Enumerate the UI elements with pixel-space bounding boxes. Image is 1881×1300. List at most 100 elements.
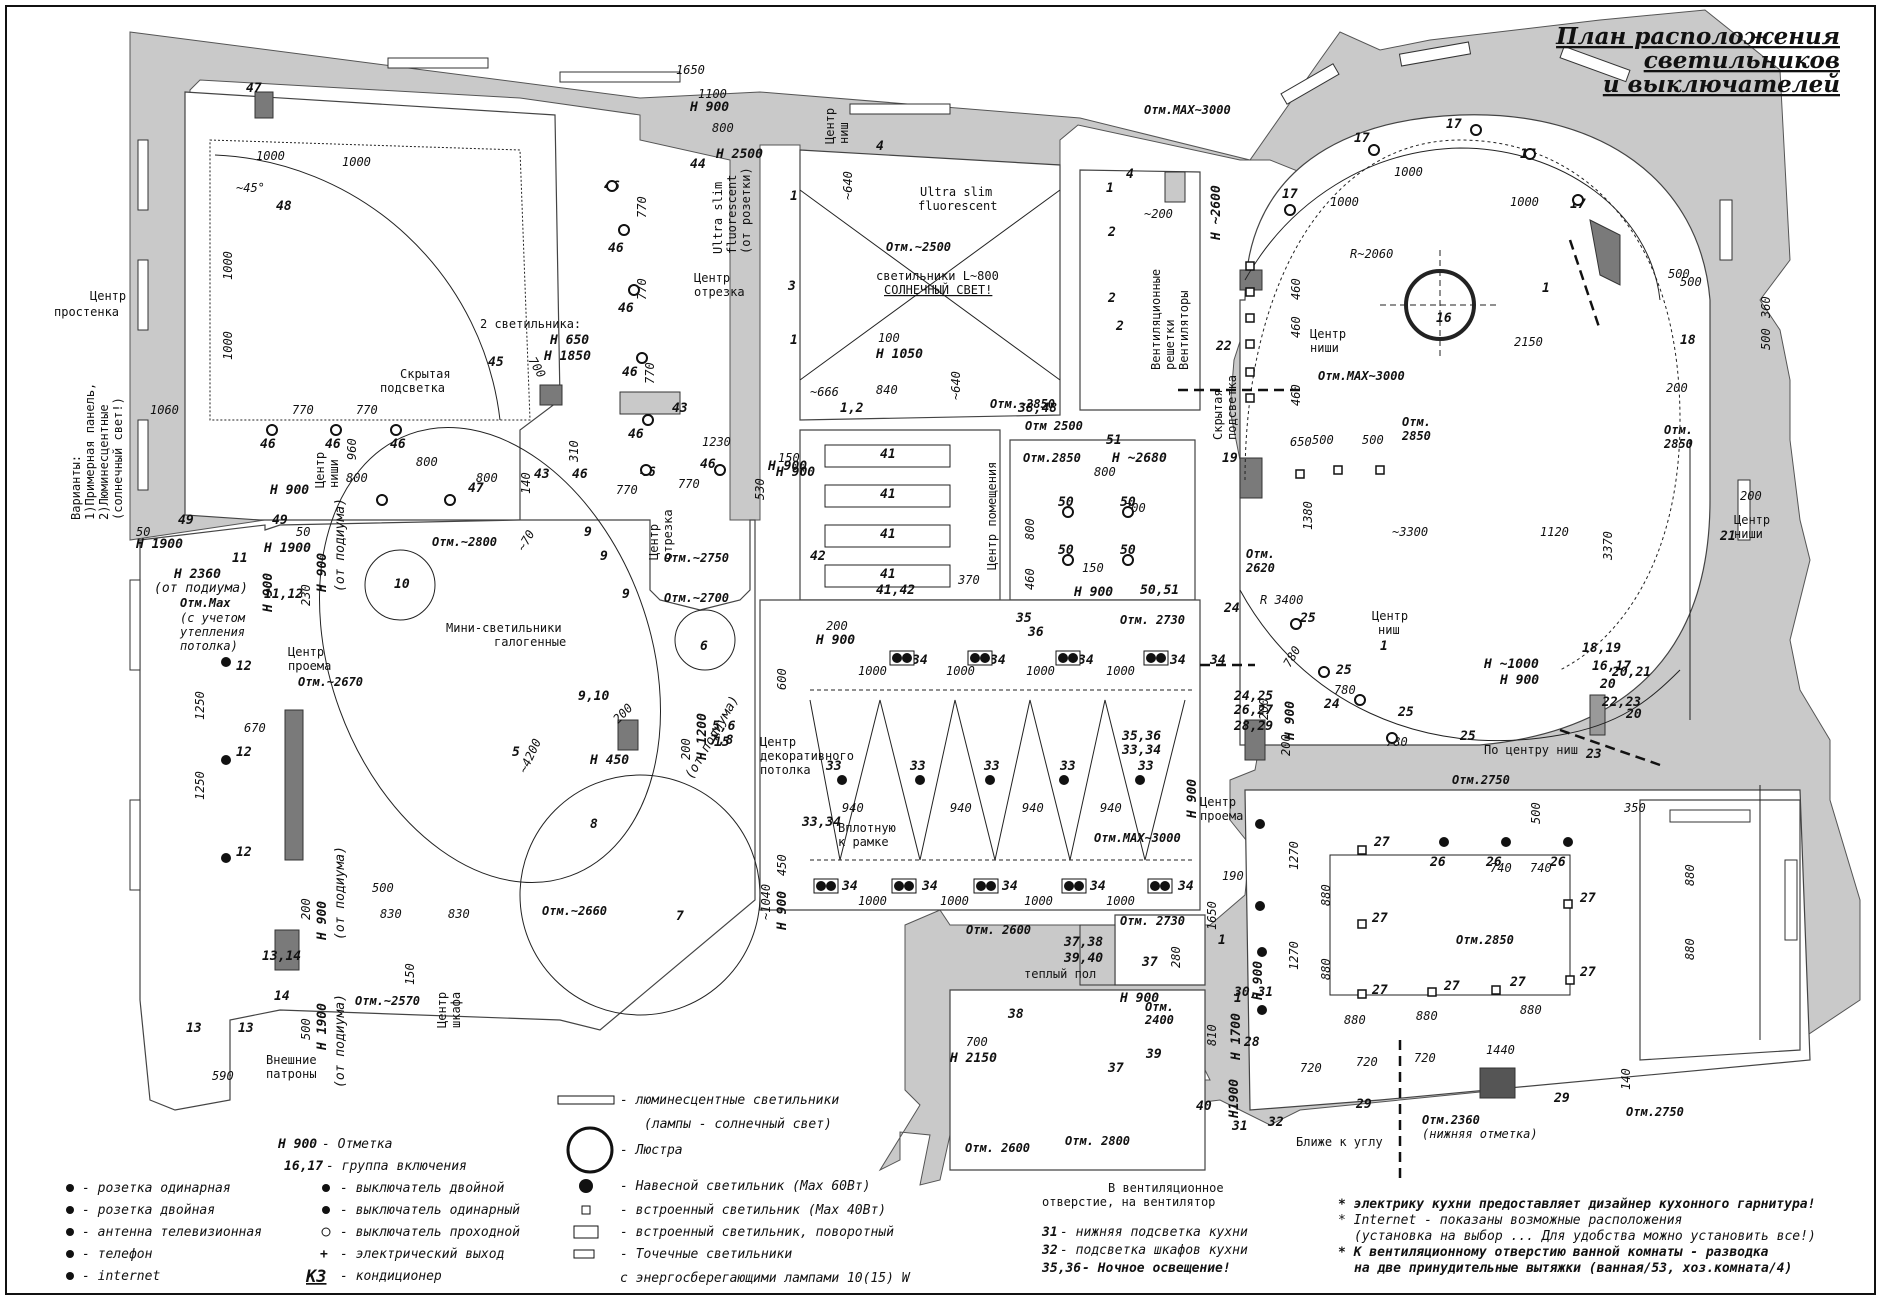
spot-lamp-icon [714, 464, 726, 476]
fixture-group-number: 29 [1553, 1091, 1570, 1106]
elev-label: Отм.2850 [1023, 451, 1081, 465]
legend-text: - телефон [82, 1247, 153, 1262]
fixture-group-number: 33 [909, 759, 926, 774]
spot-lamp-icon [330, 424, 342, 436]
elev-note: утепления [179, 625, 245, 639]
elev-label: Отм.~2800 [432, 535, 497, 549]
elevation-labels: Отм.~2800 Отм.~2750 Отм.~2700 Отм.~2660 … [179, 103, 1693, 1155]
fixture-group-number: 30,31 [1233, 985, 1273, 1000]
legend-text: - встроенный светильник, поворотный [620, 1225, 894, 1240]
fixture-group-number: 45 [488, 355, 504, 370]
fixture-group-number: 1 [1542, 281, 1550, 296]
height-mark: H 900 [815, 633, 855, 648]
elev-label: Отм.2850 [1456, 933, 1514, 947]
geometry-lines [209, 139, 1761, 1040]
legend-text: - Ночное освещение! [1082, 1261, 1231, 1276]
spot-lamp-icon [390, 424, 402, 436]
builtin-lamp-icon [1245, 287, 1255, 297]
fixture-group-number: 1 [1106, 181, 1114, 196]
fixture-group-number: 4 [1126, 167, 1134, 182]
height-mark: H 1900 [315, 1003, 330, 1051]
note-text: Варианты: [69, 455, 83, 520]
height-mark: H 1700 [1229, 1013, 1244, 1061]
builtin-lamp-icon [1295, 469, 1305, 479]
note-text: Центр [313, 452, 327, 488]
note-text: По центру ниш [1484, 743, 1578, 757]
fixture-group-number: 33 [1137, 759, 1154, 774]
antenna-icon [66, 1228, 74, 1236]
fixture-group-number: 33,34 [801, 815, 841, 830]
dim-value: 1100 [698, 87, 727, 101]
fixture-group-number: 33 [1059, 759, 1076, 774]
socket-single-icon [66, 1184, 74, 1192]
note-text: простенка [54, 305, 119, 319]
legend-key: 16,17 [284, 1159, 323, 1174]
note-text: (от розетки) [739, 167, 753, 254]
fixture-group-number: 9,10 [578, 689, 609, 704]
fixture-group-number: 12 [236, 845, 252, 860]
rotating-lamp-icon [976, 881, 986, 891]
fixture-group-number: 12 [236, 745, 252, 760]
legend-text: - нижняя подсветка кухни [1060, 1225, 1248, 1240]
fixture-group-number: 9 [600, 549, 608, 564]
note-text: Центр [647, 524, 661, 560]
note-text: потолка [760, 763, 811, 777]
fixture-group-number: 14 [274, 989, 290, 1004]
fixture-group-number: 29 [1355, 1097, 1372, 1112]
note-text: Центр [823, 108, 837, 144]
note-text: 2 светильника: [480, 317, 581, 331]
dim-value: 1650 [676, 63, 705, 77]
spot-lamp-icon [573, 1249, 595, 1259]
elev-label: Отм. [1246, 547, 1275, 561]
legend-text: - розетка двойная [82, 1203, 215, 1218]
fixture-group-number: 31 [1231, 1119, 1248, 1134]
rotating-lamp-icon [904, 881, 914, 891]
dim-value: 200 [1666, 381, 1688, 395]
dim-value: 350 [1623, 801, 1646, 815]
legend-mid: H 900 - Отметка 16,17 - группа включения… [277, 1137, 520, 1287]
rotating-lamp-icon [1156, 653, 1166, 663]
spot-lamp-icon [1524, 148, 1536, 160]
fixture-group-number: 42 [810, 549, 826, 564]
pendant-lamp-icon [221, 657, 231, 667]
fixture-group-number: 32 [1267, 1115, 1284, 1130]
height-mark: H 900 [1185, 779, 1200, 819]
fixture-group-number: 26,27 [1233, 703, 1273, 718]
spot-lamp-icon [266, 424, 278, 436]
elev-label: 2400 [1144, 1013, 1174, 1027]
fixture-group-number: 46 [390, 437, 406, 452]
rotating-lamp-icon [1074, 881, 1084, 891]
spot-lamp-icon [444, 494, 456, 506]
fixture-group-number: 17 [1354, 131, 1370, 146]
dim-value: 700 [966, 1035, 988, 1049]
note-text: Внешние [266, 1053, 317, 1067]
fixture-group-number: 15 [714, 735, 730, 750]
dim-value: R 3400 [1260, 593, 1303, 607]
heights: H 900 H 2500 H 900 H 1900 H 2360 (от под… [135, 100, 1539, 1066]
note-text: Мини-светильники [446, 621, 562, 635]
height-note: (от подиума) [333, 498, 348, 592]
legend-text: - встроенный светильник (Max 40Вт) [620, 1203, 886, 1218]
dim-value: 200 [1740, 489, 1762, 503]
elev-label: Отм. 2800 [1065, 1134, 1130, 1148]
fixture-group-number: 1 [1380, 639, 1388, 654]
dim-value: 1000 [858, 894, 887, 908]
dim-value: 770 [356, 403, 378, 417]
note-text: к рамке [838, 835, 889, 849]
legend-text: - антенна телевизионная [82, 1225, 262, 1240]
rotating-lamp-icon [980, 653, 990, 663]
spot-lamp-icon [618, 224, 630, 236]
note-text: fluorescent [725, 175, 739, 254]
builtin-lamp-icon [1427, 987, 1437, 997]
dim-value: 200 [826, 619, 848, 633]
fixture-group-number: 33 [983, 759, 1000, 774]
spot-lamp-icon [628, 284, 640, 296]
fixture-group-number: 41 [880, 527, 896, 542]
dim-value: 1000 [1394, 165, 1423, 179]
fixture-group-number: 34 [1169, 653, 1186, 668]
dim-value: 460 [1289, 316, 1303, 338]
fixture-group-number: 34 [911, 653, 928, 668]
dim-value: 1440 [1486, 1043, 1515, 1057]
elev-label: Отм.~2670 [298, 675, 363, 689]
fixture-group-number: 46 [572, 467, 588, 482]
